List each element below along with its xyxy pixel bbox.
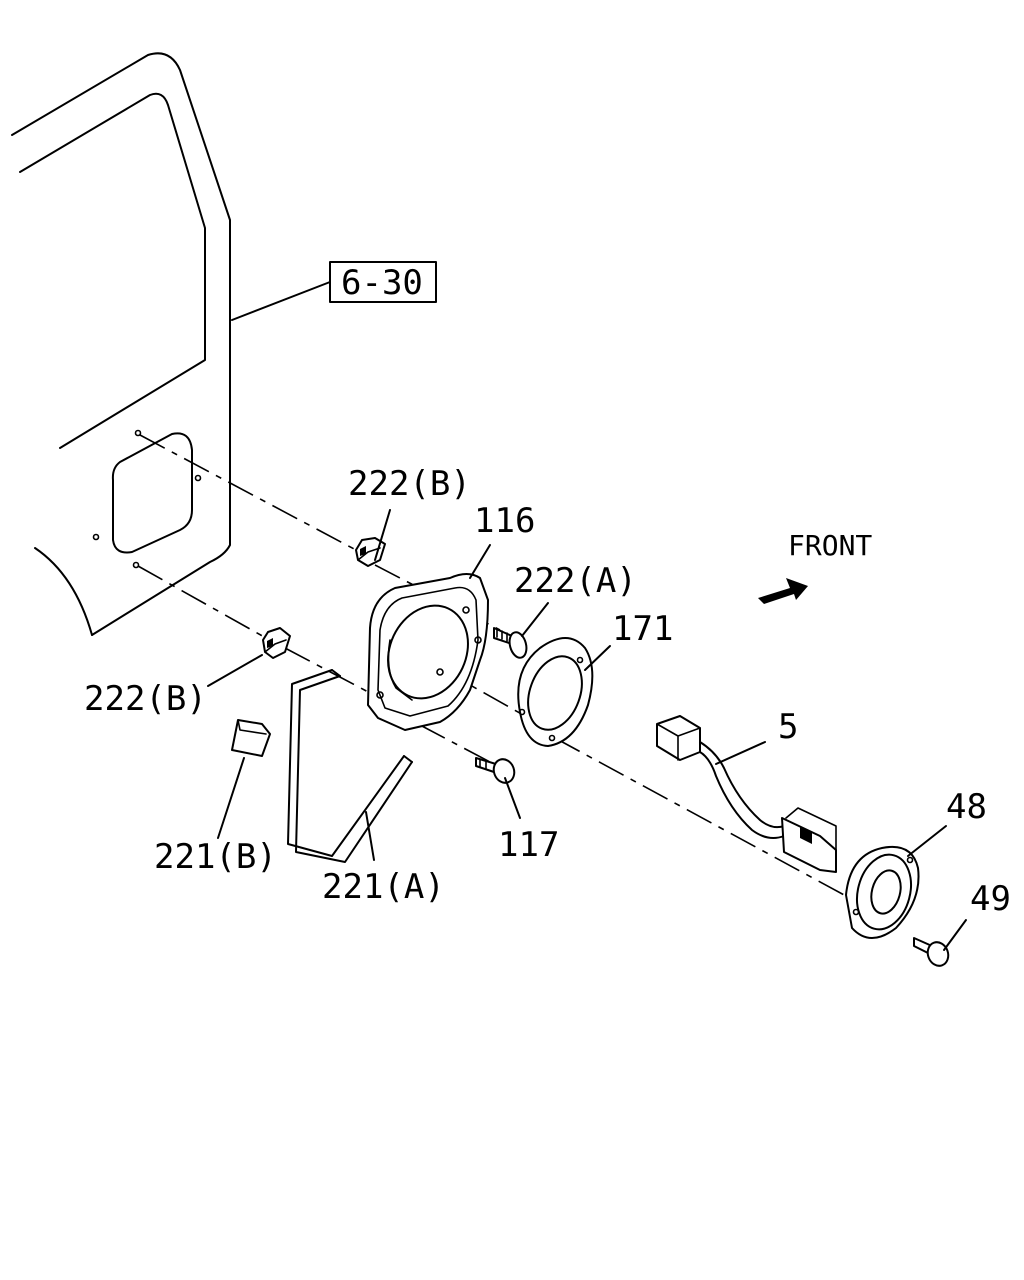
label-5: 5 <box>778 707 798 747</box>
door-panel <box>11 52 231 636</box>
screw-49 <box>913 937 950 967</box>
reference-box-label: 6-30 <box>341 263 423 303</box>
speaker-48 <box>845 846 920 939</box>
label-116: 116 <box>474 501 535 541</box>
front-arrow-icon <box>758 578 808 604</box>
label-222b-upper: 222(B) <box>348 464 471 504</box>
label-222b-lower: 222(B) <box>84 679 207 719</box>
speaker-bracket-116 <box>367 573 489 731</box>
reference-box: 6-30 <box>231 261 437 321</box>
label-171: 171 <box>612 609 673 649</box>
label-49: 49 <box>970 879 1011 919</box>
gasket-ring-171 <box>517 637 594 747</box>
screw-222a <box>493 627 528 659</box>
seal-strip-221a <box>287 669 413 863</box>
label-221b: 221(B) <box>154 837 277 877</box>
clip-222b-upper <box>355 537 386 567</box>
seal-piece-221b <box>231 719 271 757</box>
part-labels: 222(B) 116 222(A) 171 222(B) 5 48 49 117… <box>84 464 1011 919</box>
clip-222b-lower <box>262 627 291 659</box>
leader-lines <box>207 509 967 951</box>
label-221a: 221(A) <box>322 867 445 907</box>
label-48: 48 <box>946 787 987 827</box>
screw-117 <box>475 757 516 784</box>
front-label: FRONT <box>788 529 872 562</box>
wire-harness-5 <box>656 715 837 873</box>
label-117: 117 <box>498 825 559 865</box>
label-222a: 222(A) <box>514 561 637 601</box>
